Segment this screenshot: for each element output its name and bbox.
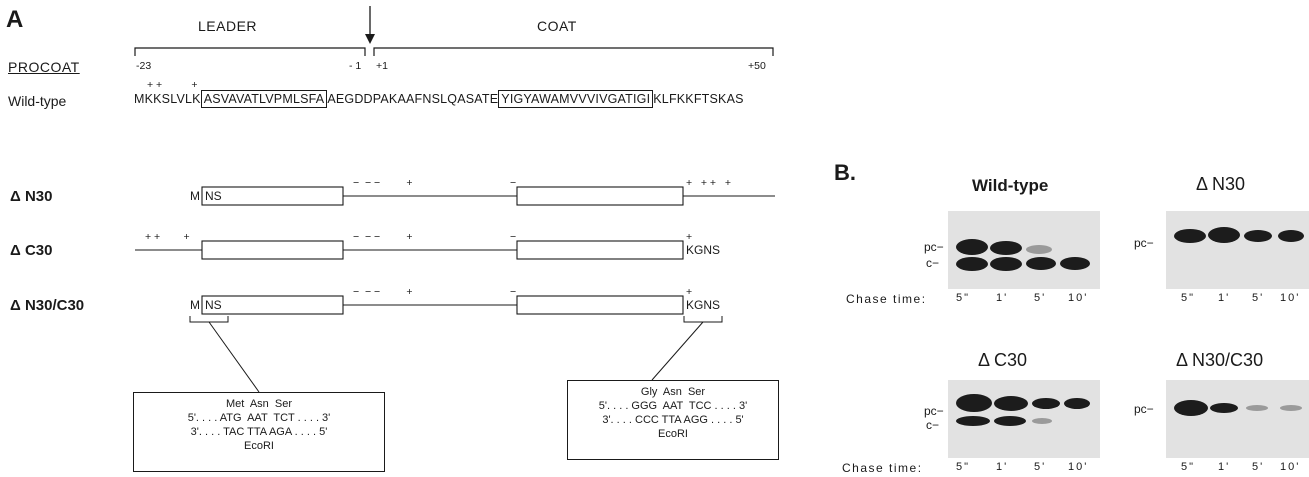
inset-left-enzyme: EcoRI <box>134 439 384 453</box>
gel4-lane-5s: 5" <box>1181 461 1195 473</box>
dc30-charge-plus-right: + <box>686 231 692 243</box>
gel-wildtype <box>948 211 1100 289</box>
gel3-c-label: c− <box>926 418 939 432</box>
gel4-lane-5m: 5' <box>1252 461 1264 473</box>
inset-left-aa: Met Asn Ser <box>134 397 384 411</box>
gel-dc30 <box>948 380 1100 458</box>
gel3-pc-label: pc− <box>924 404 944 418</box>
gel1-c-label: c− <box>926 256 939 270</box>
gel3-lane-5s: 5" <box>956 461 970 473</box>
wt-label: Wild-type <box>8 93 66 109</box>
wt-charge-plus: + + + <box>147 79 198 91</box>
gel2-pc-label: pc− <box>1134 236 1154 250</box>
coat-hydrophobic-box: YIGYAWAMVVVIVGATIGI <box>498 90 653 108</box>
gel3-lane-10m: 10' <box>1068 461 1088 473</box>
row-label-dc30: Δ C30 <box>10 242 52 259</box>
panel-b-label: B. <box>834 160 856 186</box>
gel-dn30 <box>1166 211 1309 289</box>
chase-label-top: Chase time: <box>846 292 927 306</box>
gel4-lane-1m: 1' <box>1218 461 1230 473</box>
gel2-lane-5m: 5' <box>1252 292 1264 304</box>
gel3-lane-1m: 1' <box>996 461 1008 473</box>
position-minus-23: -23 <box>136 60 151 72</box>
row-label-dn30c30: Δ N30/C30 <box>10 297 84 314</box>
dc30-kgns: KGNS <box>686 243 720 257</box>
gel-dn30c30 <box>1166 380 1309 458</box>
dn30c30-charge-single: − <box>510 286 516 298</box>
position-plus-1: +1 <box>376 60 388 72</box>
dc30-charge-plus-left: + + + <box>145 231 190 243</box>
inset-left-bottom-strand: 3'. . . . TAC TTA AGA . . . . 5' <box>134 425 384 439</box>
chase-label-bottom: Chase time: <box>842 461 923 475</box>
dn30-charge-single: − <box>510 177 516 189</box>
dc30-charge-minus: − − − + <box>353 231 413 243</box>
gel1-lane-10m: 10' <box>1068 292 1088 304</box>
dc30-charge-single: − <box>510 231 516 243</box>
gel-title-wildtype: Wild-type <box>972 176 1048 196</box>
dn30-charge-plus: + + + + <box>686 177 731 189</box>
gel2-lane-5s: 5" <box>1181 292 1195 304</box>
gel-title-dn30: Δ N30 <box>1196 174 1245 195</box>
gel2-lane-10m: 10' <box>1280 292 1300 304</box>
gel2-lane-1m: 1' <box>1218 292 1230 304</box>
dn30c30-ns: NS <box>205 298 222 312</box>
gel3-lane-5m: 5' <box>1034 461 1046 473</box>
gel1-pc-label: pc− <box>924 240 944 254</box>
wt-seq-part3: KLFKKFTSKAS <box>653 92 743 106</box>
leader-hydrophobic-box: ASVAVATLVPMLSFA <box>201 90 328 108</box>
position-minus-1: - 1 <box>349 60 361 72</box>
dn30c30-kgns: KGNS <box>686 298 720 312</box>
row-label-dn30: Δ N30 <box>10 188 52 205</box>
dn30c30-charge-plus: + <box>686 286 692 298</box>
gel4-lane-10m: 10' <box>1280 461 1300 473</box>
dn30c30-m: M <box>190 298 200 312</box>
dn30-m: M <box>190 189 200 203</box>
gel1-lane-1m: 1' <box>996 292 1008 304</box>
wt-seq-part1: MKKSLVLK <box>134 92 201 106</box>
dn30c30-charge-minus: − − − + <box>353 286 413 298</box>
inset-left-ecori: Met Asn Ser 5'. . . . ATG AAT TCT . . . … <box>133 392 385 472</box>
wt-seq-part2: AEGDDPAKAAFNSLQASATE <box>327 92 498 106</box>
inset-right-enzyme: EcoRI <box>568 427 778 441</box>
inset-right-aa: Gly Asn Ser <box>568 385 778 399</box>
gel-title-dn30c30: Δ N30/C30 <box>1176 350 1263 371</box>
inset-right-bottom-strand: 3'. . . . CCC TTA AGG . . . . 5' <box>568 413 778 427</box>
procoat-label: PROCOAT <box>8 59 80 75</box>
inset-right-ecori: Gly Asn Ser 5'. . . . GGG AAT TCC . . . … <box>567 380 779 460</box>
dn30-charge-minus: − − − + <box>353 177 413 189</box>
gel-title-dc30: Δ C30 <box>978 350 1027 371</box>
inset-right-top-strand: 5'. . . . GGG AAT TCC . . . . 3' <box>568 399 778 413</box>
gel4-pc-label: pc− <box>1134 402 1154 416</box>
position-plus-50: +50 <box>748 60 766 72</box>
gel1-lane-5m: 5' <box>1034 292 1046 304</box>
dn30-ns: NS <box>205 189 222 203</box>
inset-left-top-strand: 5'. . . . ATG AAT TCT . . . . 3' <box>134 411 384 425</box>
gel1-lane-5s: 5" <box>956 292 970 304</box>
